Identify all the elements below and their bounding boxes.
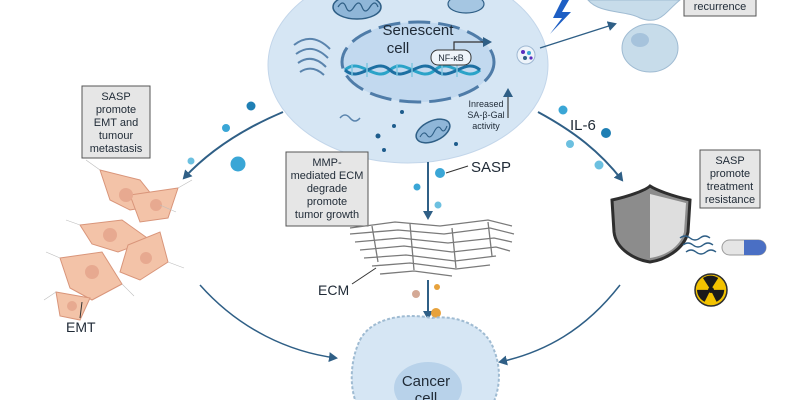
emt-cells-icon xyxy=(55,169,179,321)
organelle-top-right-icon xyxy=(447,0,485,14)
ecm-leader-line xyxy=(351,267,377,285)
senescent-cell-title-line1: Senescent xyxy=(383,22,455,39)
nfkb-badge: NF-κB xyxy=(430,49,472,66)
sasp-dots xyxy=(187,101,611,318)
sasp-leader-line xyxy=(445,165,469,174)
arrow-emt-to-cancer xyxy=(199,284,338,363)
sasp-label: SASP xyxy=(471,159,511,176)
svg-text:degrade: degrade xyxy=(307,183,347,195)
svg-text:treatment: treatment xyxy=(707,181,753,193)
cancer-cell-label-line1: Cancer xyxy=(402,373,450,390)
sa-gal-line2: SA-β-Gal xyxy=(467,110,504,120)
arrow-to-emt xyxy=(182,111,284,180)
nfkb-arrow xyxy=(453,37,492,50)
svg-text:tumour: tumour xyxy=(99,130,134,142)
svg-text:promote: promote xyxy=(96,104,136,116)
svg-text:mediated ECM: mediated ECM xyxy=(291,170,364,182)
svg-text:SASP: SASP xyxy=(715,155,744,167)
dna-helix-icon xyxy=(343,63,482,77)
svg-text:SASP: SASP xyxy=(101,91,130,103)
ecm-mesh-icon xyxy=(349,219,515,277)
recurrence-box: recurrence xyxy=(683,0,757,17)
svg-text:promote: promote xyxy=(710,168,750,180)
emt-leader-line xyxy=(79,301,83,319)
ecm-box: MMP- mediated ECM degrade promote tumor … xyxy=(285,151,369,227)
svg-text:MMP-: MMP- xyxy=(312,157,342,169)
resistance-box: SASP promote treatment resistance xyxy=(699,149,761,209)
golgi-apparatus-icon xyxy=(293,38,331,76)
senescent-cell-title-line2: cell xyxy=(387,40,410,57)
lightning-icon xyxy=(550,0,571,34)
arrow-to-recurrence xyxy=(539,21,617,49)
waves-icon xyxy=(679,235,717,255)
svg-text:resistance: resistance xyxy=(705,194,755,206)
cancer-cell-label-line2: cell xyxy=(415,390,438,400)
arrow-resistance-to-cancer xyxy=(498,284,621,366)
svg-text:recurrence: recurrence xyxy=(694,1,747,13)
recurrence-cell-icon xyxy=(587,0,681,73)
sa-gal-line3: activity xyxy=(472,121,500,131)
squiggle-mark xyxy=(339,114,361,122)
ecm-label: ECM xyxy=(318,282,349,298)
shield-icon xyxy=(610,184,692,264)
svg-text:tumor growth: tumor growth xyxy=(295,209,359,221)
radiation-icon xyxy=(694,273,728,307)
svg-text:metastasis: metastasis xyxy=(90,143,143,155)
arrow-to-resistance xyxy=(537,111,624,182)
pill-icon xyxy=(721,239,767,256)
emt-label: EMT xyxy=(66,319,96,335)
svg-text:NF-κB: NF-κB xyxy=(438,53,464,63)
cell-small-dots xyxy=(375,110,458,152)
emt-box: SASP promote EMT and tumour metastasis xyxy=(81,85,151,159)
svg-text:EMT and: EMT and xyxy=(94,117,138,129)
mitochondrion-icon-small xyxy=(415,118,451,144)
sa-gal-line1: Inreased xyxy=(468,99,503,109)
sasp-vesicle-icon xyxy=(516,45,536,65)
emt-cell-filaments xyxy=(43,159,193,301)
mitochondrion-icon xyxy=(332,0,382,20)
emt-cell-nuclei xyxy=(67,188,162,311)
cancer-cell-icon xyxy=(350,315,500,400)
il6-label: IL-6 xyxy=(570,117,596,134)
svg-text:promote: promote xyxy=(307,196,347,208)
